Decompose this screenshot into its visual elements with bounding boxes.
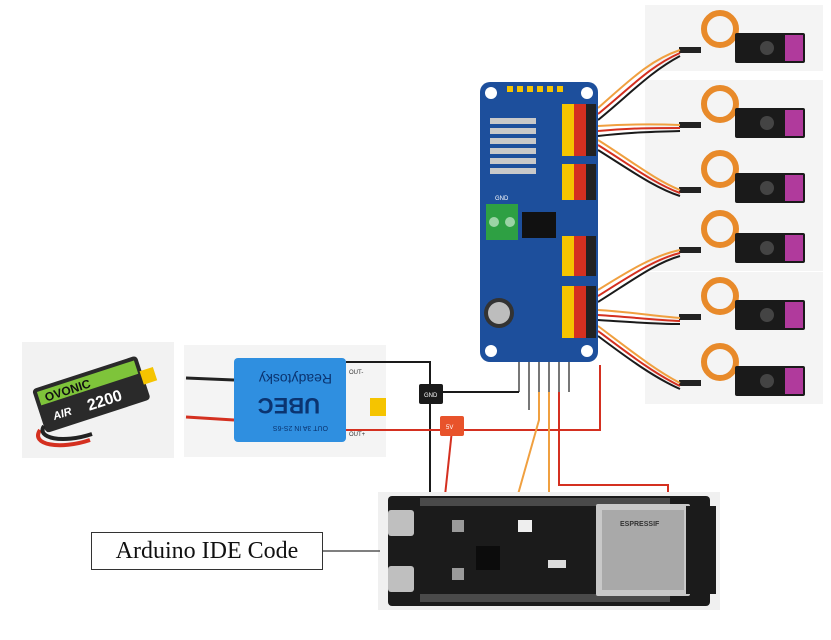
servo-wires — [597, 49, 681, 390]
vcc-connector: 5V — [440, 416, 464, 436]
gnd-connector-label: GND — [424, 393, 438, 399]
ubec-module: OUT 3A IN 2S-6S UBEC Readytosky OUT- OUT… — [184, 345, 386, 457]
battery-model: AIR — [51, 406, 74, 424]
servo-3 — [645, 145, 823, 211]
servo-5 — [645, 272, 823, 338]
servo-6 — [645, 338, 823, 404]
ubec-label: UBEC — [258, 393, 320, 418]
power-wires — [346, 361, 669, 506]
terminal-label: GND — [495, 196, 509, 202]
vcc-connector-label: 5V — [446, 425, 453, 431]
arduino-ide-code-text: Arduino IDE Code — [115, 537, 299, 564]
esp32-module-brand: ESPRESSIF — [620, 521, 660, 528]
ubec-spec: OUT 3A IN 2S-6S — [273, 424, 328, 431]
servo-2 — [645, 80, 823, 146]
servo-4 — [645, 205, 823, 271]
ubec-out-plus: OUT+ — [349, 432, 366, 438]
esp32-board: ESPRESSIF — [378, 492, 720, 610]
ubec-brand: Readytosky — [259, 371, 332, 387]
battery: OVONIC AIR 2200 — [22, 342, 174, 458]
ubec-out-minus: OUT- — [349, 370, 363, 376]
servo-driver-board: GND — [480, 82, 598, 392]
gnd-connector: GND — [419, 384, 443, 404]
servo-group — [645, 5, 823, 404]
arduino-ide-code-label: Arduino IDE Code — [91, 532, 323, 570]
